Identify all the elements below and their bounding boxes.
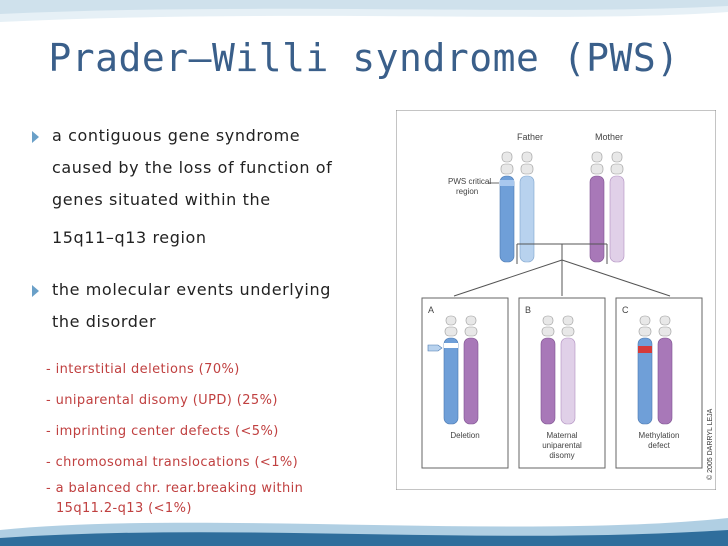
pedigree-lines bbox=[453, 243, 671, 297]
caption-maternal: disomy bbox=[549, 451, 574, 460]
panel-a-chromosome-2 bbox=[463, 315, 479, 425]
panel-c-frame bbox=[615, 297, 703, 469]
pws-critical-label: PWS critical bbox=[448, 177, 491, 186]
father-chromosome-2 bbox=[519, 151, 535, 263]
father-label: Father bbox=[517, 132, 543, 142]
bullet-triangle-icon bbox=[32, 131, 39, 143]
figure-border bbox=[396, 110, 716, 490]
pws-critical-label: region bbox=[456, 187, 478, 196]
panel-b-frame bbox=[518, 297, 606, 469]
bullet-list: a contiguous gene syndrome caused by the… bbox=[28, 120, 388, 338]
panel-b-label: B bbox=[525, 305, 531, 315]
caption-methylation: defect bbox=[648, 441, 671, 450]
sub-item: - interstitial deletions (70%) bbox=[46, 362, 240, 377]
footer-decoration bbox=[0, 500, 728, 546]
panel-a-label: A bbox=[428, 305, 434, 315]
bullet-line: a contiguous gene syndrome bbox=[52, 126, 301, 145]
sub-item: - uniparental disomy (UPD) (25%) bbox=[46, 393, 278, 408]
bullet-item: the molecular events underlying the diso… bbox=[28, 274, 388, 338]
sub-item: - imprinting center defects (<5%) bbox=[46, 424, 279, 439]
panel-c-chromosome-1 bbox=[637, 315, 653, 425]
page-title: Prader–Willi syndrome (PWS) bbox=[48, 36, 680, 80]
sub-item: - chromosomal translocations (<1%) bbox=[46, 455, 299, 470]
caption-deletion: Deletion bbox=[450, 431, 479, 440]
bullet-line: genes situated within the bbox=[52, 190, 271, 209]
copyright-text: © 2005 DARRYL LEJA bbox=[706, 408, 714, 480]
caption-maternal: uniparental bbox=[542, 441, 582, 450]
panel-c-chromosome-2 bbox=[657, 315, 673, 425]
sub-item: - a balanced chr. rear.breaking within bbox=[46, 481, 304, 496]
methylation-mark bbox=[638, 346, 652, 353]
father-chromosome-1 bbox=[499, 151, 515, 263]
mother-chromosome-1 bbox=[589, 151, 605, 263]
pws-figure: Father Mother PWS critical region bbox=[396, 110, 716, 490]
mother-chromosome-2 bbox=[609, 151, 625, 263]
panel-b-chromosome-1 bbox=[540, 315, 556, 425]
sub-item: 15q11.2-q13 (<1%) bbox=[56, 501, 192, 516]
bullet-line: the molecular events underlying bbox=[52, 280, 331, 299]
bullet-line: the disorder bbox=[52, 312, 157, 331]
panel-a-chromosome-1 bbox=[443, 315, 459, 425]
panel-b-chromosome-2 bbox=[560, 315, 576, 425]
mother-label: Mother bbox=[595, 132, 623, 142]
deleted-segment-icon bbox=[427, 344, 443, 352]
bullet-line: caused by the loss of function of bbox=[52, 158, 333, 177]
caption-methylation: Methylation bbox=[639, 431, 680, 440]
panel-c-label: C bbox=[622, 305, 629, 315]
panel-a-frame bbox=[421, 297, 509, 469]
caption-maternal: Maternal bbox=[546, 431, 577, 440]
bullet-triangle-icon bbox=[32, 285, 39, 297]
bullet-item: a contiguous gene syndrome caused by the… bbox=[28, 120, 388, 254]
header-decoration bbox=[0, 0, 728, 30]
bullet-line: 15q11–q13 region bbox=[52, 228, 207, 247]
